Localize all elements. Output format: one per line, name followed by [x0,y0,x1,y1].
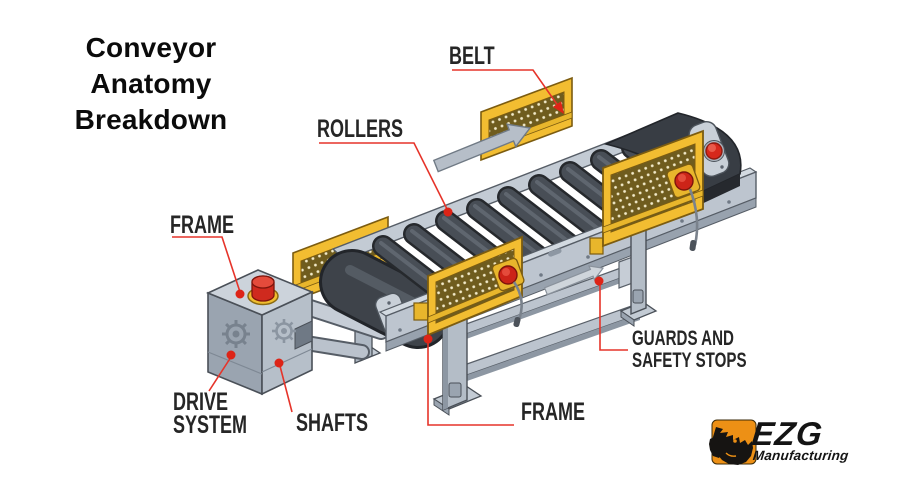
gear-icon [272,319,296,343]
emergency-stop-button [247,275,279,306]
safety-stop-button [666,163,701,252]
title-line: Anatomy [90,68,212,99]
label-drive-line2: SYSTEM [173,411,248,439]
ezg-bison-icon [709,419,757,465]
ezg-logo: EZG Manufacturing [702,415,862,469]
label-frame-bottom: FRAME [521,398,586,426]
title-line: Conveyor [85,32,217,63]
direction-arrow [543,265,605,296]
label-guards: GUARDS AND SAFETY STOPS [632,328,747,372]
label-guards-line2: SAFETY STOPS [632,349,747,372]
label-rollers: ROLLERS [317,115,404,143]
page-title: Conveyor Anatomy Breakdown [46,30,256,138]
leader-lines [172,69,628,426]
frame-leg-near-left [432,306,483,416]
title-line: Breakdown [74,104,228,135]
guard-panel-near-left [413,235,525,337]
direction-arrow [432,123,532,173]
label-frame-left: FRAME [170,211,235,239]
logo-brand: EZG [750,415,825,452]
safety-stop-button [491,257,525,328]
logo-subtitle: Manufacturing [752,448,850,463]
label-guards-line1: GUARDS AND [632,327,734,350]
frame-leg-near-right [619,224,658,327]
leader-anchors [226,101,604,368]
drive-system-box [205,269,315,396]
guard-panel-near-right [589,129,704,255]
label-drive-system: DRIVE SYSTEM [173,388,248,439]
label-drive-line1: DRIVE [173,388,229,416]
gear-icon [222,320,250,348]
label-belt: BELT [449,42,495,70]
label-shafts: SHAFTS [296,409,368,437]
